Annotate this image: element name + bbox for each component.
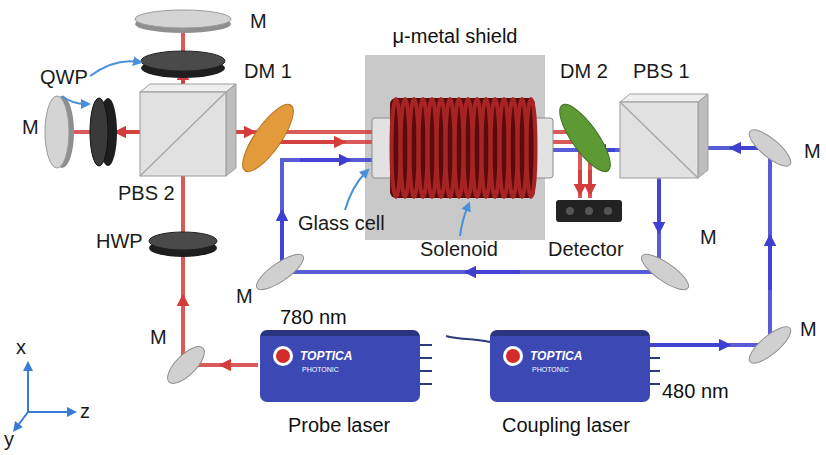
laser-cable [650, 358, 660, 384]
leader-line [90, 61, 138, 76]
glass-cell [372, 118, 392, 178]
part-label: M [804, 140, 821, 163]
laser-cable [420, 345, 432, 384]
axis-arrows [16, 366, 72, 428]
dichroic-mirror [234, 98, 301, 178]
brand-logo-text: PHOTONIC [302, 366, 339, 374]
detector [556, 200, 622, 222]
leader-line [62, 61, 468, 236]
waveplate [141, 51, 225, 78]
laser-box: TOPTICAPHOTONIC480 nmCoupling laser [490, 330, 650, 402]
detector [585, 207, 593, 215]
part-label: PBS 2 [118, 182, 175, 205]
waveplate [149, 232, 217, 250]
mirror [637, 249, 693, 296]
coupling-beam [300, 158, 345, 162]
part-label: Coupling laser [502, 414, 630, 437]
laser-logo [506, 349, 520, 363]
dichroic-mirror [551, 98, 618, 178]
axis-label: y [4, 428, 14, 451]
laser-cable [420, 336, 660, 384]
part-label: DM 2 [560, 60, 608, 83]
part-label: Probe laser [288, 414, 390, 437]
part-label: HWP [96, 230, 143, 253]
mirror [45, 96, 74, 168]
detector [566, 207, 574, 215]
brand-logo-text: TOPTICA [530, 350, 582, 364]
axis-label: z [80, 400, 90, 423]
probe-beam [578, 170, 582, 190]
mirror [744, 321, 795, 368]
beam-splitter-cube [226, 84, 236, 176]
mirror [162, 341, 210, 389]
detector [556, 200, 622, 222]
laser-logo [273, 346, 523, 366]
probe-beam [64, 26, 590, 365]
laser-cable [446, 336, 490, 342]
waveplate [149, 232, 217, 257]
beam-splitter-cube [140, 92, 226, 176]
mirror [135, 10, 231, 28]
brand-logo-text: TOPTICA [300, 350, 352, 364]
mirror [135, 10, 231, 33]
laser-logo [503, 346, 523, 366]
part-label: Detector [548, 238, 624, 261]
part-label: M [236, 285, 253, 308]
axis-arrows [27, 366, 29, 412]
mirror [162, 341, 210, 389]
coupling-beam [657, 180, 661, 228]
laser-logo [276, 349, 290, 363]
part-label: Glass cell [298, 212, 385, 235]
coupling-beam [470, 270, 520, 274]
beam-splitter-cube [698, 94, 708, 178]
beam-splitter-cube [140, 84, 236, 92]
waveplate [141, 51, 225, 71]
coupling-beam [768, 240, 772, 290]
part-label: μ-metal shield [365, 25, 545, 48]
part-label: M [22, 116, 39, 139]
waveplate [90, 98, 117, 166]
mirror [744, 124, 795, 171]
part-label: M [800, 318, 817, 341]
leader-line [345, 172, 366, 210]
axis-arrows [16, 412, 28, 428]
solenoid [392, 99, 536, 197]
part-label: M [250, 10, 267, 33]
part-label: Solenoid [420, 238, 498, 261]
mirror [252, 249, 308, 296]
solenoid [390, 98, 536, 198]
laser-logo [273, 346, 293, 366]
beam-splitter-cube [140, 92, 226, 176]
beam-splitter-cube [140, 84, 236, 176]
beam-splitter-cube [620, 94, 708, 178]
coil-winding [527, 99, 536, 197]
beam-splitter-cube [620, 94, 708, 102]
beam-splitter-cube [620, 102, 698, 178]
probe-beam [225, 363, 258, 367]
detector [604, 207, 612, 215]
dichroic-mirror [551, 98, 618, 178]
part-label: PBS 1 [633, 60, 690, 83]
leader-line [62, 96, 86, 104]
waveplate [90, 98, 108, 166]
part-label: DM 1 [244, 60, 292, 83]
brand-logo-text: PHOTONIC [532, 366, 569, 374]
part-label: 780 nm [280, 306, 347, 329]
axis-label: x [16, 336, 26, 359]
mirror [45, 96, 69, 168]
part-label: QWP [40, 66, 88, 89]
axis-arrows [28, 411, 72, 413]
part-label: M [700, 226, 717, 249]
laser-box: 780 nmTOPTICAPHOTONICProbe laser [260, 330, 420, 402]
beam-splitter-cube [620, 102, 698, 178]
probe-beam [588, 170, 592, 190]
solenoid [390, 98, 535, 198]
part-label: 480 nm [662, 380, 729, 403]
leader-line [460, 206, 468, 236]
dichroic-mirror [234, 98, 301, 178]
part-label: M [150, 326, 167, 349]
